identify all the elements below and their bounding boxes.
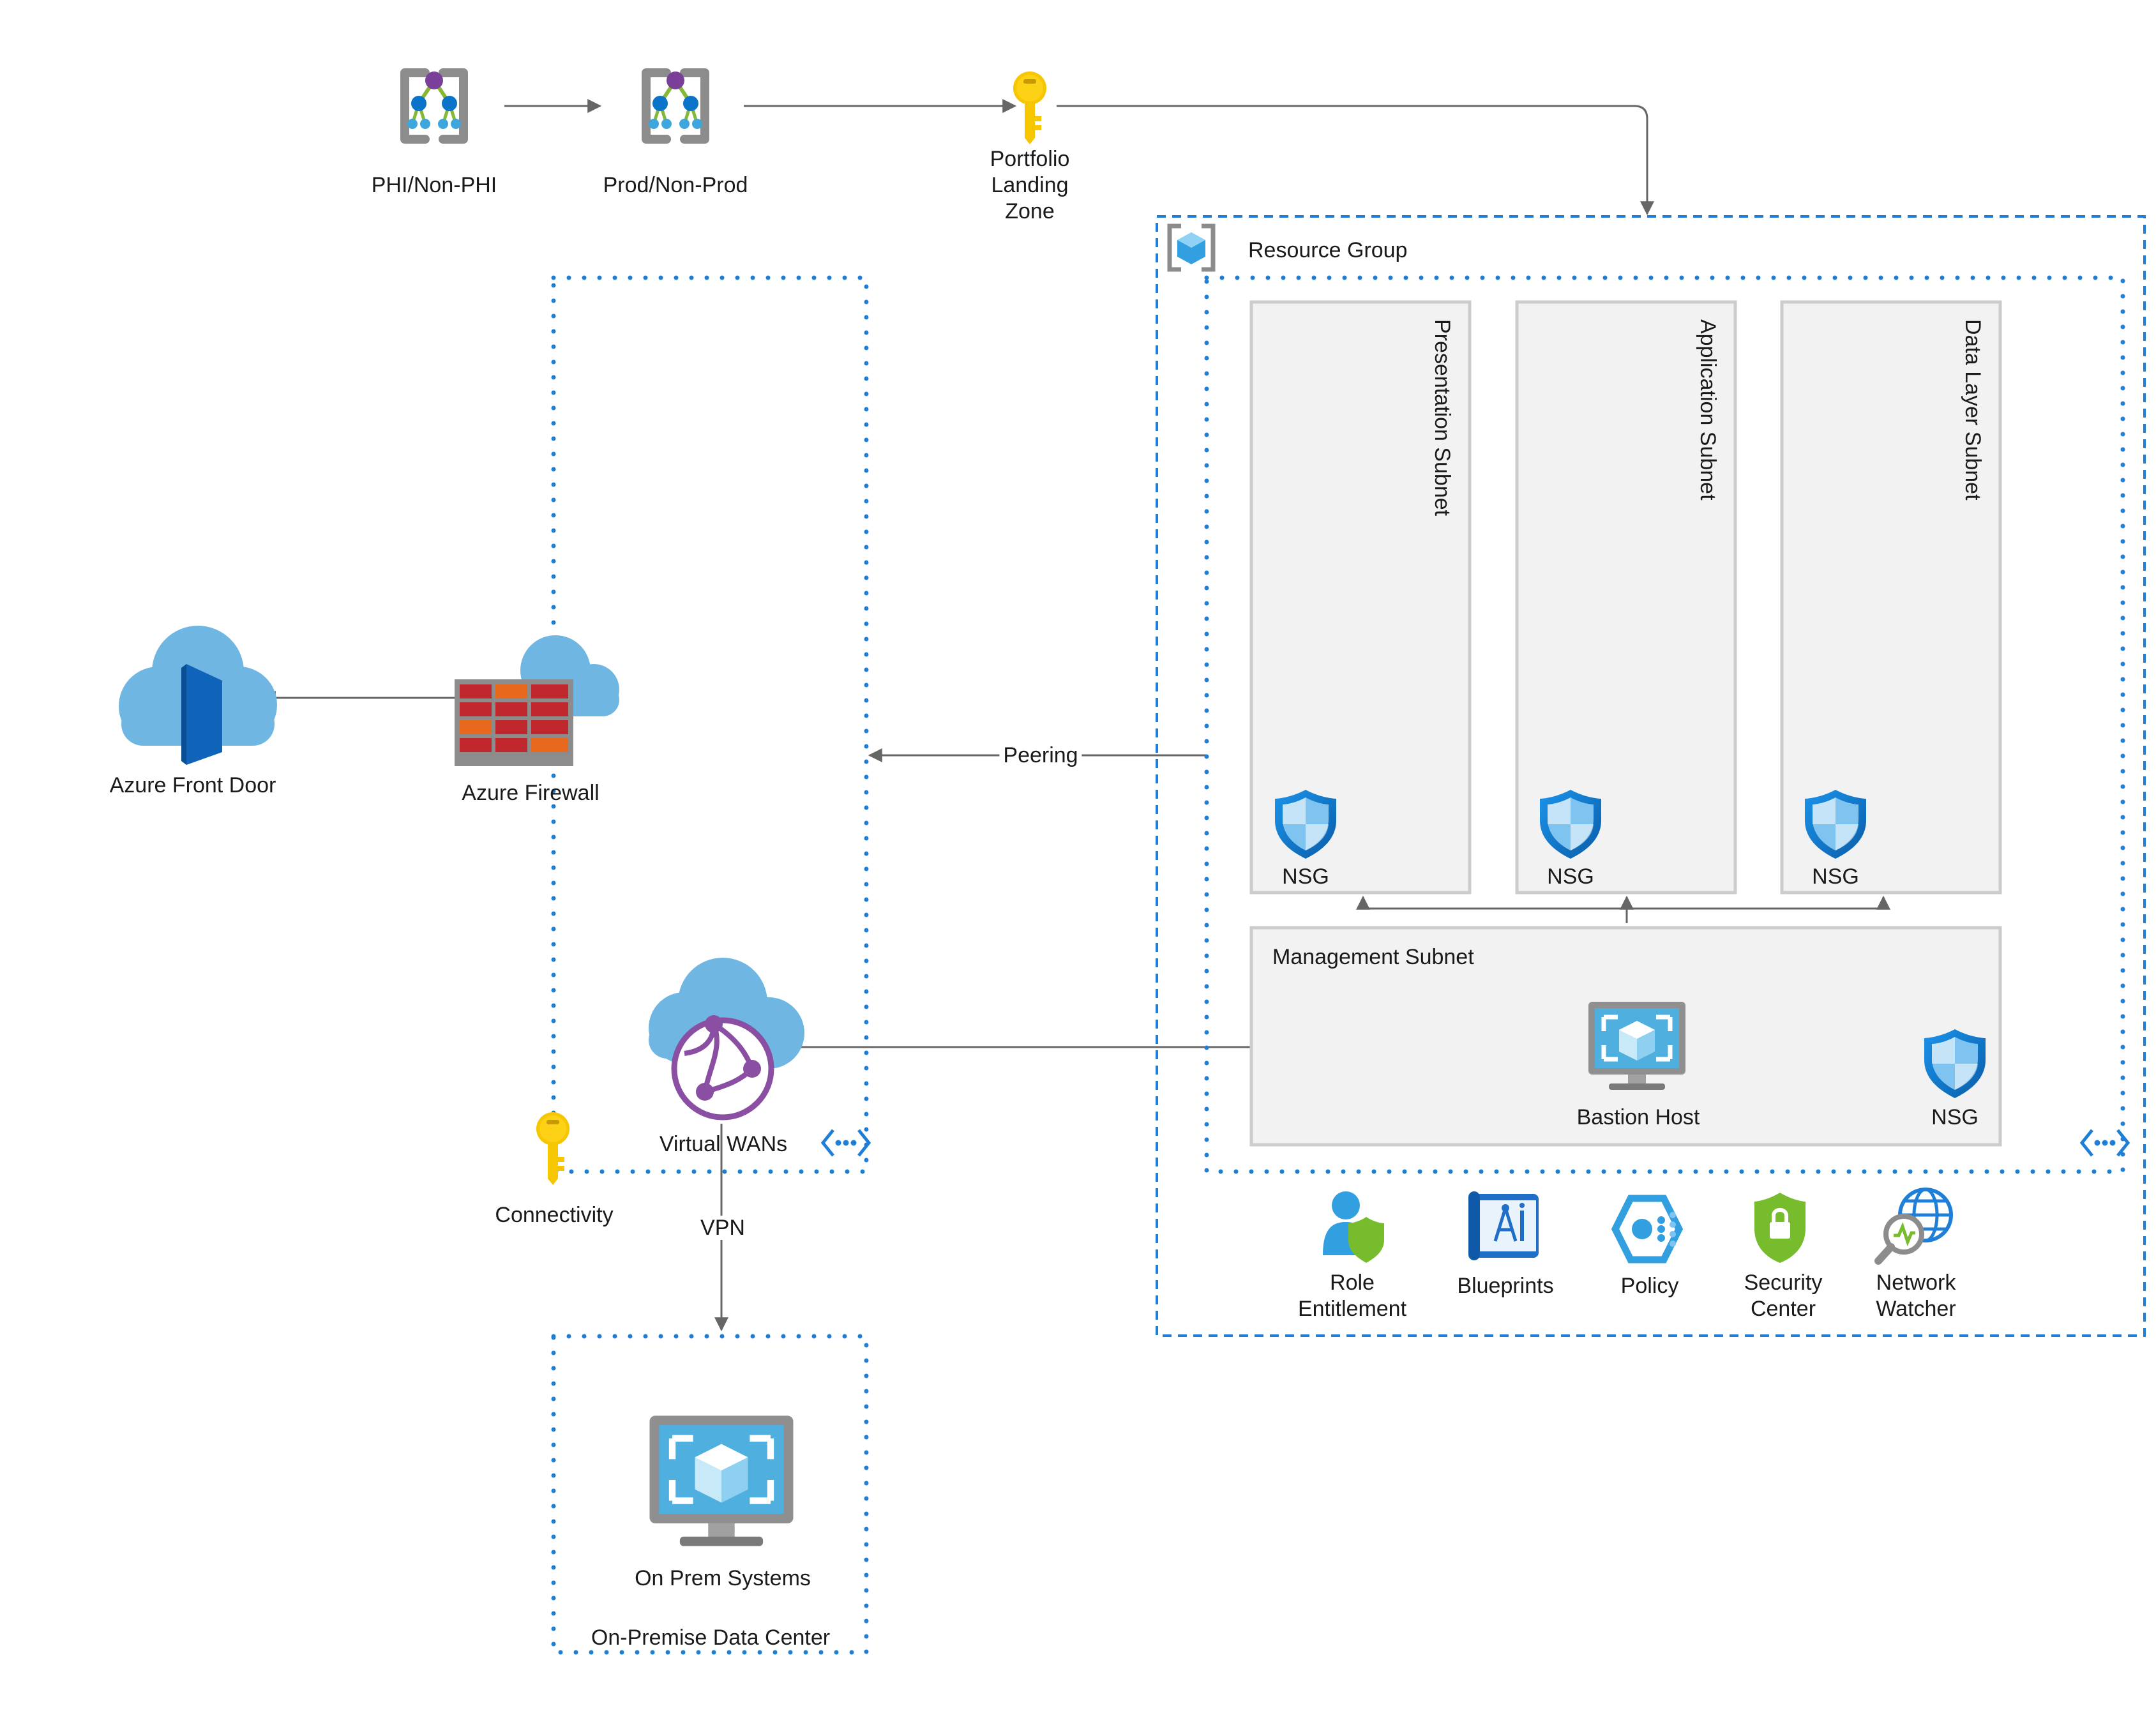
- portfolio-label-line: Portfolio: [990, 147, 1070, 171]
- peering-label-text: Peering: [999, 743, 1082, 767]
- resource-group-title: Resource Group: [1248, 238, 1408, 262]
- firewall-icon: [455, 635, 619, 766]
- portfolio-landing-zone-label: Portfolio Landing Zone: [990, 146, 1070, 225]
- onprem-datacenter-label: On-Premise Data Center: [591, 1626, 831, 1650]
- role-entitlement-label: Role Entitlement: [1298, 1270, 1406, 1322]
- phi-nonphi-label: PHI/Non-PHI: [371, 173, 497, 197]
- security-center-label: Security Center: [1744, 1270, 1823, 1322]
- connectivity-key-icon: [536, 1112, 569, 1185]
- presentation-subnet-box: [1249, 300, 1472, 894]
- service-label-line: Security: [1744, 1271, 1823, 1295]
- data-layer-nsg-label: NSG: [1812, 864, 1859, 889]
- network-watcher-icon: [1874, 1188, 1953, 1265]
- service-label-line: Network: [1876, 1271, 1956, 1295]
- service-label-line: Center: [1750, 1297, 1816, 1321]
- azure-front-door-label: Azure Front Door: [109, 773, 276, 797]
- onprem-systems-label: On Prem Systems: [635, 1566, 811, 1590]
- management-nsg-label: NSG: [1931, 1105, 1979, 1129]
- data-layer-subnet-box: [1780, 300, 2002, 894]
- resource-group-icon: [1167, 223, 1216, 272]
- presentation-nsg-label: NSG: [1282, 864, 1329, 889]
- prod-nonprod-label: Prod/Non-Prod: [603, 173, 748, 197]
- portfolio-label-line: Zone: [1005, 199, 1055, 223]
- connectivity-label: Connectivity: [495, 1203, 614, 1227]
- service-label-line: Entitlement: [1297, 1297, 1407, 1321]
- spoke-vnet-peering-icon: [2079, 1129, 2130, 1157]
- portfolio-label-line: Landing: [991, 173, 1069, 197]
- network-watcher-label: Network Watcher: [1876, 1270, 1956, 1322]
- application-subnet-label: Application Subnet: [1696, 319, 1720, 501]
- role-entitlement-icon: [1323, 1191, 1384, 1263]
- front-door-icon: [119, 626, 277, 765]
- policy-label: Policy: [1620, 1274, 1679, 1298]
- hub-vnet-peering-icon: [820, 1129, 871, 1157]
- portfolio-to-resource-group-arrow: [1057, 105, 1654, 216]
- virtual-wan-icon: [649, 958, 804, 1121]
- prod-management-group-icon: [646, 72, 705, 139]
- portfolio-key-icon: [1013, 72, 1046, 144]
- spoke-vnet-boundary: [1204, 275, 2125, 1174]
- presentation-subnet-label: Presentation Subnet: [1430, 319, 1454, 517]
- management-subnet-label: Management Subnet: [1272, 945, 1474, 969]
- blueprints-icon: [1468, 1191, 1539, 1260]
- phi-management-group-icon: [405, 72, 464, 139]
- data-layer-subnet-label: Data Layer Subnet: [1961, 319, 1985, 501]
- service-label-line: Watcher: [1876, 1297, 1956, 1321]
- application-nsg-label: NSG: [1547, 864, 1594, 889]
- blueprints-label: Blueprints: [1457, 1274, 1554, 1298]
- application-subnet-box: [1515, 300, 1737, 894]
- security-center-icon: [1754, 1193, 1805, 1263]
- hub-vnet-boundary: [551, 275, 869, 1174]
- resource-group-boundary: [1156, 215, 2146, 1337]
- virtual-wans-label: Virtual WANs: [659, 1132, 788, 1156]
- vpn-label-text: VPN: [697, 1216, 749, 1240]
- service-label-line: Role: [1330, 1271, 1375, 1295]
- management-subnet-box: [1249, 926, 2002, 1147]
- bastion-host-label: Bastion Host: [1576, 1105, 1700, 1129]
- azure-firewall-label: Azure Firewall: [462, 781, 599, 805]
- vpn-label: VPN: [697, 1215, 749, 1241]
- peering-label: Peering: [999, 743, 1082, 769]
- onprem-systems-icon: [650, 1415, 794, 1546]
- policy-icon: [1611, 1195, 1684, 1264]
